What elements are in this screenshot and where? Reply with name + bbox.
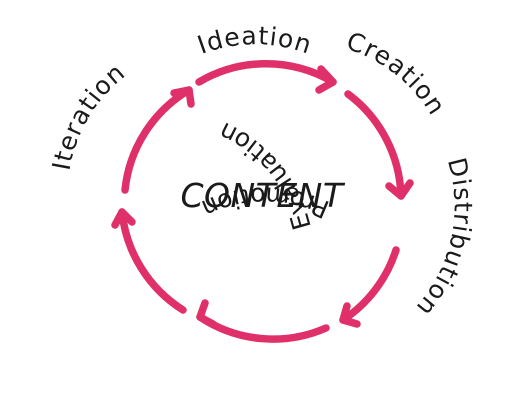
- center-label: CONTENT: [180, 176, 345, 215]
- arrow-distribution-to-promotion: [339, 246, 400, 328]
- stage-label-iteration: Iteration: [47, 57, 131, 172]
- arrow-ideation-to-creation: [195, 60, 337, 94]
- stage-label-distribution: Distribution: [410, 155, 477, 323]
- arrow-iteration-to-ideation: [121, 86, 195, 194]
- arrow-promotion-to-evaluation: [196, 299, 330, 343]
- stage-label-ideation: Ideation: [194, 21, 316, 60]
- arrow-creation-to-distribution: [344, 90, 414, 200]
- arrow-evaluation-to-iteration: [111, 208, 187, 314]
- cycle-arrows: [111, 60, 414, 343]
